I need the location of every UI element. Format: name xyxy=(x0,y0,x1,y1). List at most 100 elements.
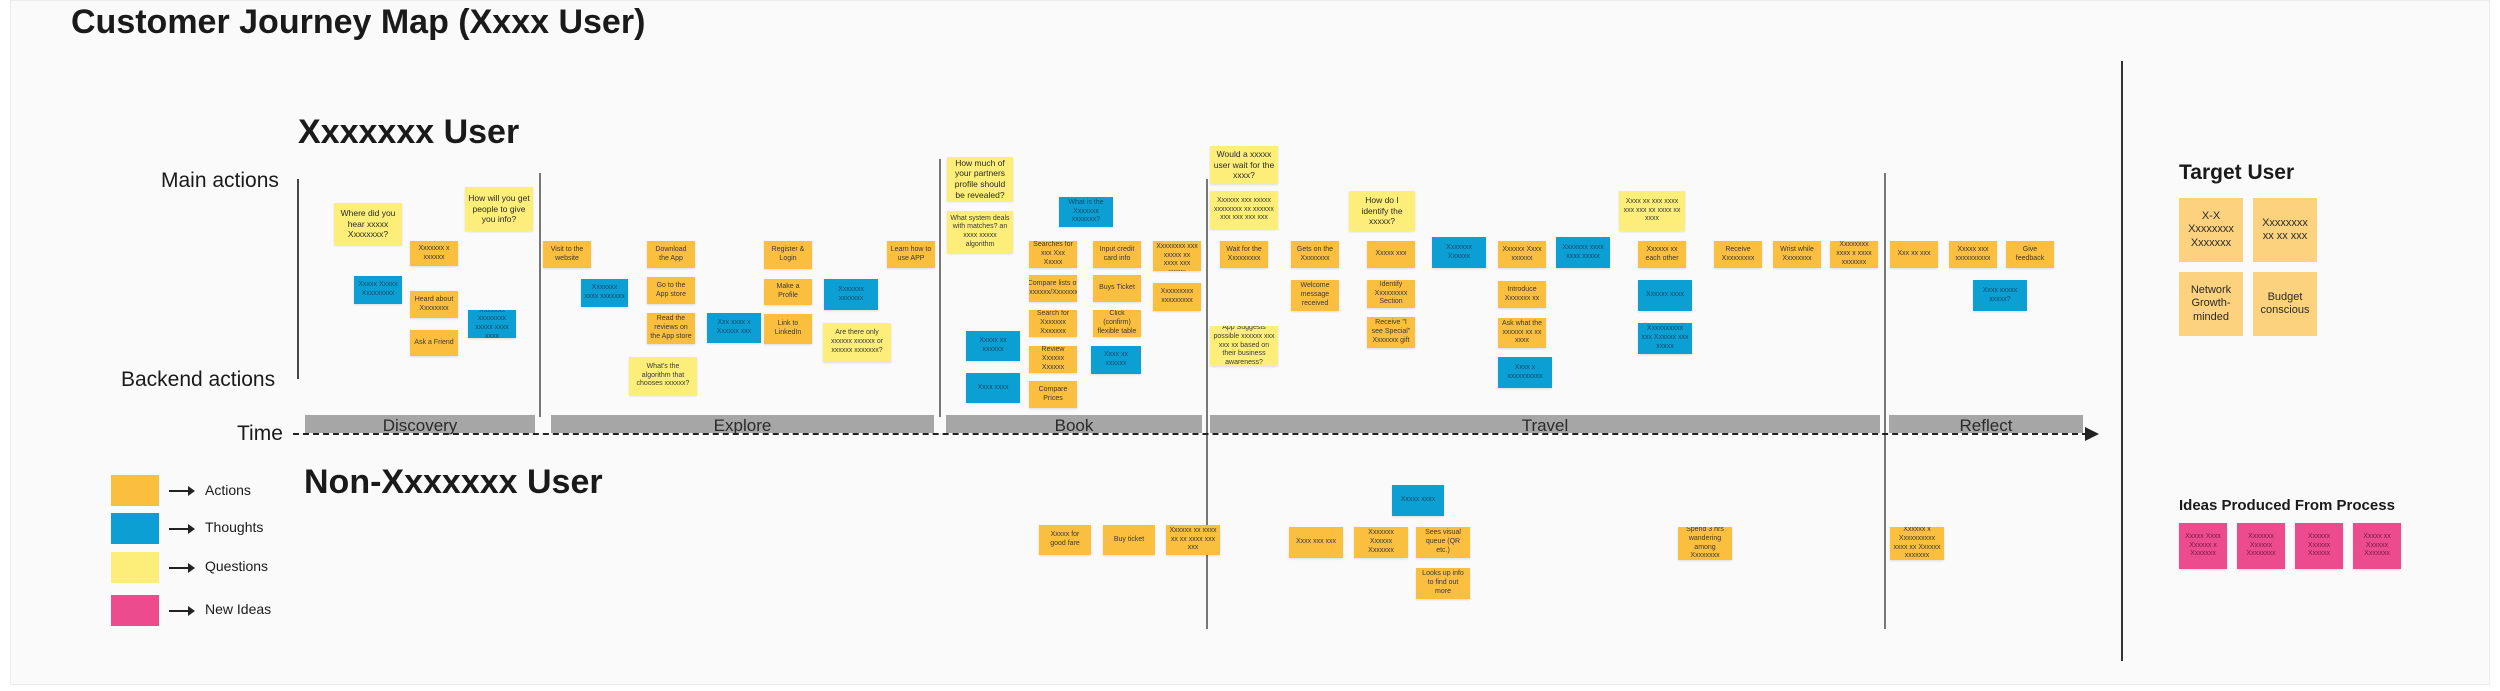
sticky-note-action: Looks up info to find out more xyxy=(1416,568,1470,599)
panel-divider xyxy=(2121,61,2123,661)
sticky-note-action: Spend 3 hrs wandering among Xxxxxxxx xyxy=(1678,527,1732,560)
legend-swatch-new-ideas xyxy=(111,595,159,626)
sticky-note-action: Buys Ticket xyxy=(1093,275,1141,302)
sticky-note-action: Xxxx xxx xxx xyxy=(1289,527,1343,558)
stage-book: Book xyxy=(946,415,1202,435)
sticky-note-action: Download the App xyxy=(647,241,695,268)
sticky-note-action: Xxxxxx x Xxxxxxxxxx xxxx xx Xxxxxx xxxxx… xyxy=(1890,527,1944,560)
sticky-note-action: Sees visual queue (QR etc.) xyxy=(1416,527,1470,558)
sticky-note-action: Identify Xxxxxxxxx Section xyxy=(1367,280,1415,308)
stage-explore: Explore xyxy=(551,415,934,435)
sticky-note-action: Xxxxx for good fare xyxy=(1039,525,1091,555)
sticky-note-action: Link to LinkedIn xyxy=(764,314,812,344)
sticky-note-idea: Xxxxxx Xxxxxx Xxxxxx xyxy=(2295,523,2343,569)
stage-divider xyxy=(539,173,541,417)
sticky-note-action: Xxxxx xxx xyxy=(1367,241,1415,268)
sticky-note-thought: Xxxx xxxxx xxxxx? xyxy=(1973,280,2027,311)
sticky-note-action: Give feedback xyxy=(2006,241,2054,268)
sticky-note-action: Buy ticket xyxy=(1103,525,1155,555)
stage-divider xyxy=(1206,179,1208,629)
sticky-note-question: Xxxx xx xxx xxxx xxx xxx xx xxxx xx xxxx xyxy=(1619,191,1685,231)
sticky-note-action: Click (confirm) flexible table xyxy=(1093,310,1141,337)
legend-arrow-icon xyxy=(169,563,195,573)
sticky-note-action: Xxxxx xxx xxxxxxxxxx xyxy=(1949,241,1997,268)
sticky-note-question: How do I identify the xxxxx? xyxy=(1349,191,1415,231)
legend-label-new-ideas: New Ideas xyxy=(205,601,272,617)
sticky-note-action: Xxx xx xxx xyxy=(1890,241,1938,268)
stage-divider xyxy=(1884,173,1886,629)
section-title-user: Xxxxxxx User xyxy=(298,113,520,151)
sticky-note-thought: Xxxxxxx xxxxxxxx xxxxx xxxx xxxx xyxy=(468,310,516,338)
target-user-card: X-X Xxxxxxxx Xxxxxxx xyxy=(2179,198,2243,262)
sticky-note-action: Wait for the Xxxxxxxxx xyxy=(1220,241,1268,268)
sticky-note-question: How will you get people to give you info… xyxy=(465,187,533,231)
sticky-note-thought: Xxxx x xxxxxxxxxx xyxy=(1498,357,1552,388)
sticky-note-action: Visit to the website xyxy=(543,241,591,268)
sticky-note-question: Would a xxxxx user wait for the xxxx? xyxy=(1210,146,1278,184)
sticky-note-action: Read the reviews on the App store xyxy=(647,313,695,344)
sticky-note-action: Input credit card info xyxy=(1093,241,1141,268)
sticky-note-action: Wrist while Xxxxxxxx xyxy=(1773,241,1821,268)
sticky-note-action: Xxxxxx xx each other xyxy=(1638,241,1686,268)
sticky-note-thought: Xxxxx Xxxxx Xxxxxxxxx xyxy=(354,276,402,304)
sticky-note-question: Where did you hear xxxxx Xxxxxxxx? xyxy=(334,203,402,245)
sticky-note-action: Xxxxxxx Xxxxxx Xxxxxxx xyxy=(1354,527,1408,558)
ideas-title: Ideas Produced From Process xyxy=(2179,497,2395,514)
sticky-note-action: Heard about Xxxxxxxx xyxy=(410,291,458,318)
sticky-note-idea: Xxxxx xx Xxxxxx Xxxxxxx xyxy=(2353,523,2401,569)
sticky-note-action: Xxxxxxx x xxxxxx xyxy=(410,241,458,266)
sticky-note-question: How much of your partners profile should… xyxy=(947,157,1013,201)
sticky-note-action: Welcome message received xyxy=(1291,280,1339,311)
sticky-note-action: Compare lists of Xxxxxxx/Xxxxxxxx xyxy=(1029,275,1077,302)
sticky-note-thought: Xxxxxxx xxxx xxxx xxxxx xyxy=(1556,237,1610,268)
legend-arrow-icon xyxy=(169,486,195,496)
row-label-time: Time xyxy=(237,422,283,445)
legend-arrow-icon xyxy=(169,606,195,616)
sticky-note-question: Xxxxxx xxx xxxxx xxxxxxxx xx xxxxxx xxx … xyxy=(1210,191,1278,229)
sticky-note-thought: Xxxxxxx Xxxxxx xyxy=(1432,237,1486,268)
sticky-note-question: Are there only xxxxxx xxxxxx or xxxxxx x… xyxy=(823,323,891,362)
sticky-note-action: Gets on the Xxxxxxxx xyxy=(1291,241,1339,268)
sticky-note-action: Receive Xxxxxxxxx xyxy=(1714,241,1762,268)
target-user-card: Network Growth-minded xyxy=(2179,272,2243,336)
sticky-note-thought: Xxxxx xxxx xyxy=(1392,485,1444,516)
legend-label-questions: Questions xyxy=(205,558,269,574)
sticky-note-thought: What is the Xxxxxxx xxxxxxx? xyxy=(1059,197,1113,227)
sticky-note-action: Xxxxxx Xxxx xxxxxx xyxy=(1498,241,1546,268)
legend-arrow-icon xyxy=(169,524,195,534)
page-title: Customer Journey Map (Xxxx User) xyxy=(71,3,646,41)
section-title-non-user: Non-Xxxxxxx User xyxy=(304,463,603,501)
target-user-title: Target User xyxy=(2179,161,2295,184)
vertical-axis-line xyxy=(297,179,299,379)
sticky-note-action: Receive "I see Special" Xxxxxxx gift xyxy=(1367,317,1415,348)
journey-map-board: Customer Journey Map (Xxxx User) Xxxxxxx… xyxy=(10,0,2490,685)
legend-label-thoughts: Thoughts xyxy=(205,519,264,535)
sticky-note-action: Xxxxxx xx xxxx xx xx xxxx xxx xxx xyxy=(1166,525,1220,555)
row-label-backend-actions: Backend actions xyxy=(121,368,276,391)
legend-label-actions: Actions xyxy=(205,482,251,498)
legend-swatch-thoughts xyxy=(111,513,159,544)
sticky-note-action: Review Xxxxxx Xxxxxx xyxy=(1029,346,1077,373)
sticky-note-idea: Xxxxx Xxxx Xxxxxx x Xxxxxxx xyxy=(2179,523,2227,569)
sticky-note-thought: Xxxxxx xxxx xyxy=(1638,280,1692,311)
target-user-card: Budget conscious xyxy=(2253,272,2317,336)
sticky-note-action: Searches for xxx Xxx Xxxxx xyxy=(1029,241,1077,268)
sticky-note-action: Learn how to use APP xyxy=(887,241,935,268)
target-user-card: Xxxxxxxx xx xx xxx xyxy=(2253,198,2317,262)
sticky-note-thought: Xxxxx xx xxxxxx xyxy=(966,331,1020,361)
sticky-note-thought: Xxxxxxxxxx xxx Xxxxxx xxx xxxxx xyxy=(1638,323,1692,354)
sticky-note-question: What's the algorithm that chooses xxxxxx… xyxy=(629,357,697,395)
sticky-note-action: Xxxxxxxx xxxx x xxxx xxxxxxx xyxy=(1830,241,1878,268)
sticky-note-thought: Xxxxxxx xxxx xxxxxxx xyxy=(581,279,628,307)
time-axis xyxy=(293,433,2088,435)
sticky-note-action: Xxxxxxxxx xxxxxxxxx xyxy=(1153,283,1201,311)
time-axis-arrow xyxy=(2085,427,2099,441)
sticky-note-action: Ask a Friend xyxy=(410,330,458,356)
sticky-note-thought: Xxxxxxx xxxxxxx xyxy=(824,279,878,310)
stage-divider xyxy=(939,159,941,417)
sticky-note-thought: Xxxx xxxx xyxy=(966,373,1020,403)
sticky-note-action: Introduce Xxxxxxx xx xyxy=(1498,281,1546,308)
row-label-main-actions: Main actions xyxy=(161,169,279,192)
stage-travel: Travel xyxy=(1210,415,1880,435)
sticky-note-question: App Suggests possible xxxxxx xxx xxx xx … xyxy=(1210,326,1278,366)
